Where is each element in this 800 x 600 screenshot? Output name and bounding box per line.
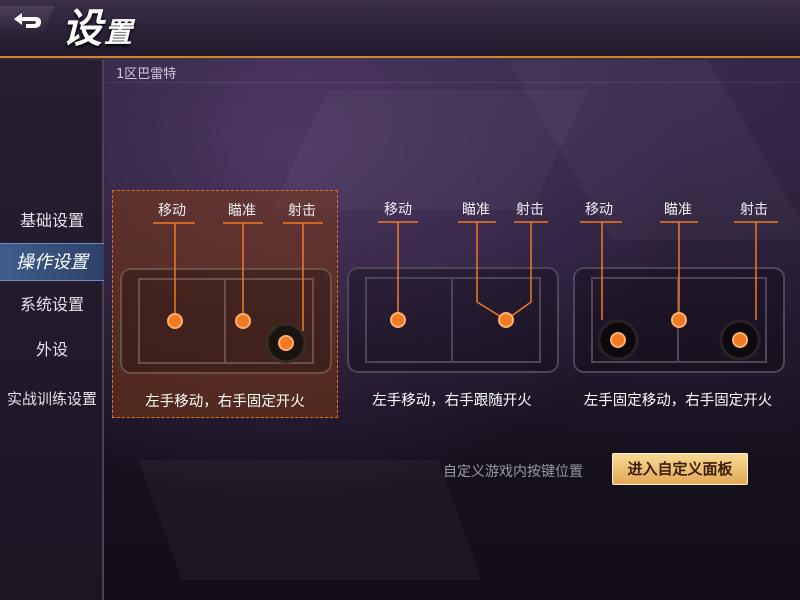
aim-label: 瞄准 bbox=[228, 203, 256, 219]
sidebar: 基础设置 操作设置 系统设置 外设 实战训练设置 bbox=[0, 60, 104, 600]
control-mode-caption: 左手固定移动，右手固定开火 bbox=[583, 393, 773, 409]
aim-label: 瞄准 bbox=[462, 202, 490, 218]
move-label: 移动 bbox=[158, 203, 186, 219]
sidebar-item-system[interactable]: 系统设置 bbox=[19, 295, 84, 314]
control-mode-option-1[interactable]: 移动 瞄准 射击 左手移动，右手固定开火 bbox=[112, 190, 338, 418]
fire-dot bbox=[278, 335, 294, 351]
move-label: 移动 bbox=[585, 202, 613, 218]
sidebar-item-training[interactable]: 实战训练设置 bbox=[6, 390, 97, 408]
custom-keys-label: 自定义游戏内按键位置 bbox=[443, 464, 583, 480]
page-title: 设置 bbox=[62, 6, 135, 52]
move-joystick-dot bbox=[167, 313, 183, 329]
control-mode-caption: 左手移动，右手固定开火 bbox=[145, 394, 305, 410]
move-joystick-dot bbox=[390, 312, 406, 328]
server-name: 1区巴雷特 bbox=[116, 67, 177, 82]
phone-diagram bbox=[573, 221, 785, 373]
phone-diagram bbox=[120, 222, 332, 374]
sidebar-item-controls[interactable]: 操作设置 bbox=[0, 243, 104, 281]
header-bar: 设置 bbox=[0, 0, 800, 58]
sidebar-item-peripheral[interactable]: 外设 bbox=[35, 340, 68, 359]
aim-label: 瞄准 bbox=[664, 202, 692, 218]
fixed-move-dot bbox=[610, 332, 626, 348]
control-mode-caption: 左手移动，右手跟随开火 bbox=[372, 393, 532, 409]
phone-diagram bbox=[347, 221, 559, 373]
aim-dot bbox=[235, 313, 251, 329]
divider bbox=[106, 82, 800, 83]
sidebar-item-basic[interactable]: 基础设置 bbox=[19, 211, 84, 230]
control-mode-option-3[interactable]: 移动 瞄准 射击 左手固定移动，右手固定开火 bbox=[570, 190, 786, 418]
back-arrow-icon bbox=[14, 13, 41, 28]
enter-custom-panel-button[interactable]: 进入自定义面板 bbox=[612, 453, 748, 485]
fire-label: 射击 bbox=[288, 203, 316, 219]
aim-dot bbox=[671, 312, 687, 328]
fire-label: 射击 bbox=[516, 202, 544, 218]
control-mode-option-2[interactable]: 移动 瞄准 射击 左手移动，右手跟随开火 bbox=[342, 190, 562, 418]
follow-fire-dot bbox=[498, 312, 514, 328]
fire-label: 射击 bbox=[740, 202, 768, 218]
fire-dot bbox=[732, 332, 748, 348]
move-label: 移动 bbox=[384, 202, 412, 218]
back-button[interactable] bbox=[0, 6, 54, 36]
background-shard bbox=[138, 460, 482, 580]
